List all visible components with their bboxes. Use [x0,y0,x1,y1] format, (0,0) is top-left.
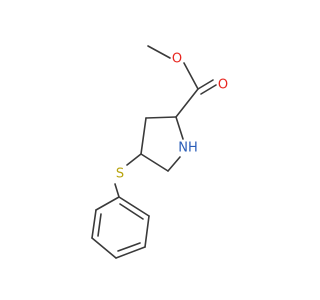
bond-methyl-o [147,45,171,59]
phenyl-bond-6 [118,196,150,217]
bond-s-phenyl [114,183,120,198]
phenyl-inner-bond-1 [97,213,102,237]
phenyl-bond-2 [91,209,97,239]
molecule-structure-diagram: O O NH S [91,45,228,259]
phenyl-bond-5 [144,215,150,248]
phenyl-inner-bond-2 [117,242,141,252]
bond-carbonyl-c2 [175,88,199,118]
bond-c4-c5 [140,153,169,172]
phenyl-inner-bond-3 [119,203,144,220]
sulfur-label: S [116,167,124,182]
bond-c4-s [126,153,142,166]
bond-c3-c4 [140,117,147,155]
ring-nitrogen-label: NH [178,141,198,156]
carbonyl-oxygen-label: O [218,78,228,93]
bond-o-carbonyl [183,62,199,90]
bond-c5-n [167,156,181,172]
phenyl-bond-1 [95,196,120,211]
phenyl-bond-4 [115,246,146,259]
phenyl-bond-3 [91,237,117,259]
ester-oxygen-label: O [172,52,182,67]
bond-c2-c3 [145,116,177,119]
bond-n-c2 [175,116,184,140]
bond-carbonyl-double-1 [197,79,214,90]
bond-carbonyl-double-2 [200,84,217,95]
